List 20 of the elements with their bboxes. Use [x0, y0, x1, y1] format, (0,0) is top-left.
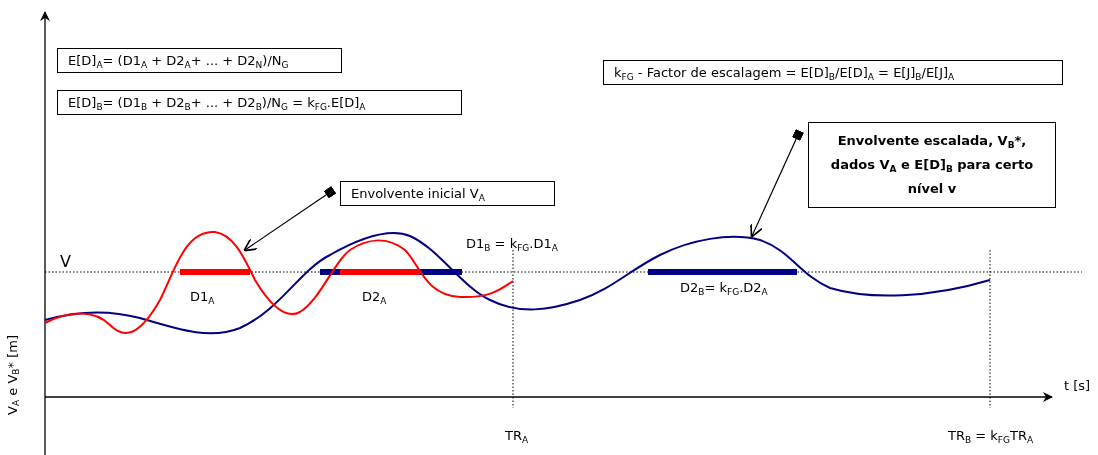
formula-box: [57, 90, 462, 115]
duration-label: D2$_{A}$: [362, 289, 387, 304]
formula-text: E[D]$_{A}$= (D1$_{A}$ + D2$_{A}$+ ... + D2$_{N}$)/N$_{G}$: [68, 53, 290, 68]
callout-box: [808, 122, 1056, 208]
formula-box: [603, 60, 1063, 85]
time-label: TR$_{B}$ = k$_{FG}$TR$_{A}$: [948, 428, 1034, 443]
formula-text: E[D]$_{B}$= (D1$_{B}$ + D2$_{B}$+ ... + D2$_{B}$)/N$_{G}$ = k$_{FG}$.E[D]$_{A}$: [68, 95, 367, 110]
callout-box: [340, 181, 555, 206]
duration-label: D2$_{B}$= k$_{FG}$.D2$_{A}$: [680, 280, 768, 295]
duration-label: D1$_{A}$: [190, 289, 215, 304]
formula-box: [57, 48, 342, 73]
axis-label: t [s]: [1064, 378, 1091, 393]
duration-label: D1$_{B}$ = k$_{FG}$.D1$_{A}$: [466, 236, 558, 251]
leader-line: [243, 186, 337, 252]
level-label: V: [60, 252, 71, 271]
leader-line: [750, 128, 804, 238]
callout-text: Envolvente inicial V$_{A}$: [351, 186, 486, 201]
callout-text: Envolvente escalada, V$_{B}$*, dados V$_{A}$ e E[D]$_{B}$ para certo nível v: [829, 132, 1035, 198]
time-label: TR$_{A}$: [505, 428, 529, 443]
formula-text: k$_{FG}$ - Factor de escalagem = E[D]$_{B}$/E[D]$_{A}$ = E[J]$_{B}$/E[J]$_{A}$: [614, 65, 956, 80]
